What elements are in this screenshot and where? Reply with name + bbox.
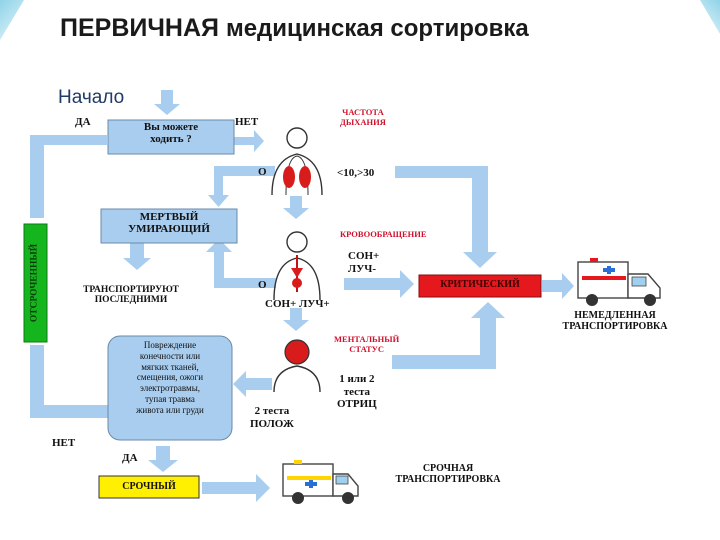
resp-range-label: <10,>30 xyxy=(337,167,375,179)
arrow-resp-zero xyxy=(214,166,275,195)
arrow-mental-injury xyxy=(233,371,272,397)
ambulance-immediate-icon xyxy=(577,258,661,306)
urgent-label: СРОЧНЫЙ xyxy=(122,481,176,492)
urgent-box xyxy=(98,475,200,499)
ambulance-urgent-icon xyxy=(282,460,359,504)
arrow-dead-down xyxy=(123,243,151,270)
arrow-circ-down xyxy=(283,308,309,331)
page-title: ПЕРВИЧНАЯ медицинская сортировка xyxy=(60,14,529,42)
walk-yes-label: ДА xyxy=(75,116,91,128)
arrow-injury-down xyxy=(148,446,178,472)
critical-box xyxy=(418,274,542,298)
human-brain-icon xyxy=(273,339,321,393)
no-label-bottom: НЕТ xyxy=(52,437,76,449)
start-label: Начало xyxy=(58,87,125,108)
arrow-urgent-right xyxy=(202,474,270,502)
arrow-walk-yes-left xyxy=(30,135,107,218)
circ-pos-label: СОН+ ЛУЧ+ xyxy=(265,298,330,310)
arrow-circ-critical xyxy=(344,270,414,298)
resp-zero-label: О xyxy=(258,166,267,178)
arrow-walk-no-right xyxy=(234,130,264,152)
delayed-label: ОТСРОЧЕННЫЙ xyxy=(29,243,40,323)
arrow-resp-down xyxy=(283,196,309,219)
walk-question-box xyxy=(107,119,235,155)
arrow-no-up-left xyxy=(30,345,108,418)
delayed-bar xyxy=(23,223,48,343)
human-circulation-icon xyxy=(273,231,321,301)
circ-zero-label: О xyxy=(258,279,267,291)
injury-box xyxy=(107,335,233,441)
arrow-circ-zero xyxy=(206,239,276,288)
circulation-label: КРОВООБРАЩЕНИЕ xyxy=(340,229,427,239)
critical-label: КРИТИЧЕСКИЙ xyxy=(440,279,520,290)
circ-neg-label: СОН+ЛУЧ- xyxy=(348,250,380,275)
yes-label-bottom: ДА xyxy=(122,452,138,464)
walk-no-label: НЕТ xyxy=(235,116,259,128)
injury-text: Повреждение конечности или мягких тканей… xyxy=(136,340,204,415)
dead-box xyxy=(100,208,238,244)
human-lungs-icon xyxy=(271,127,323,196)
arrow-resp-critical xyxy=(395,166,497,268)
arrow-mental-critical xyxy=(392,302,505,369)
arrow-critical-right xyxy=(542,273,574,299)
arrow-start-down xyxy=(154,90,180,115)
